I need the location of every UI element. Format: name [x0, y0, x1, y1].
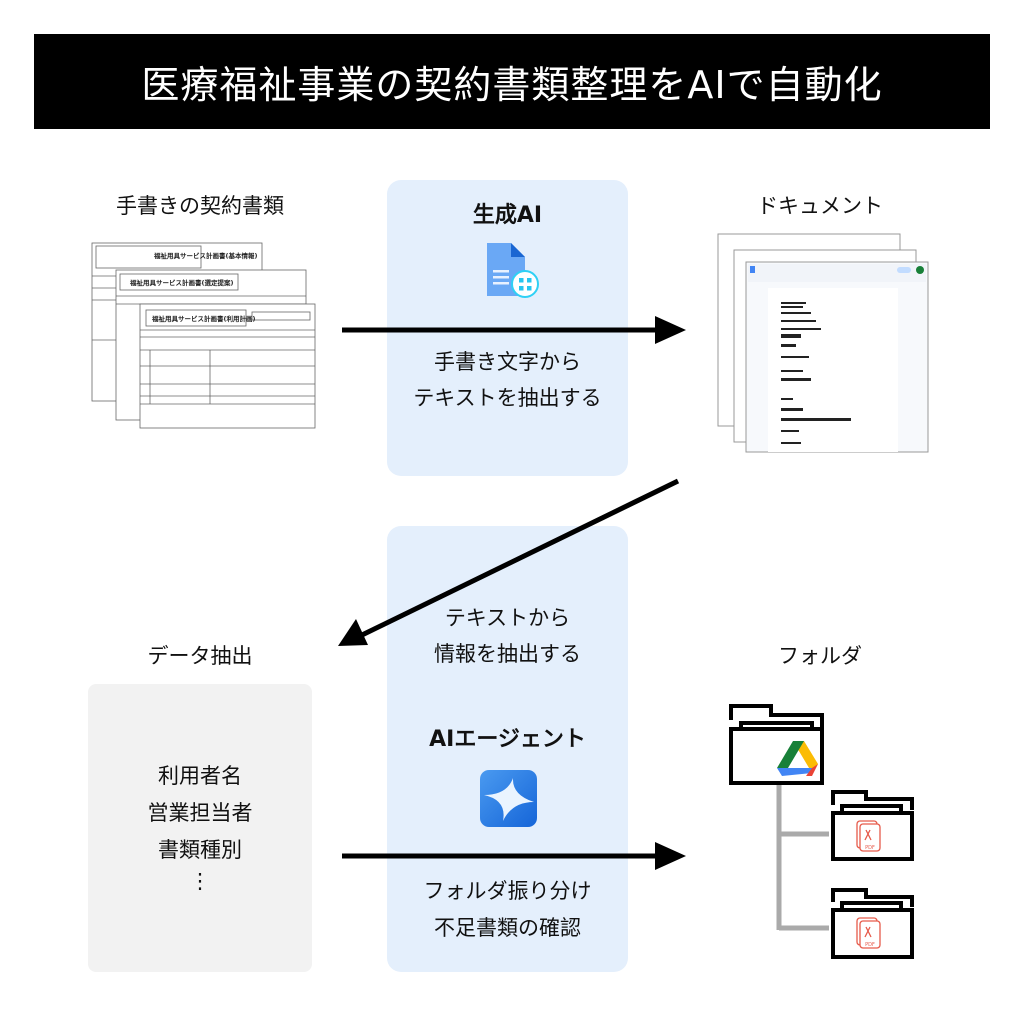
step2-heading: AIエージェント [429, 727, 586, 752]
step2-panel [387, 526, 628, 972]
sparkle-agent-icon [480, 770, 537, 827]
form-title-2: 福祉用具サービス計画書(選定提案) [129, 278, 233, 287]
arrow-to-document [342, 316, 686, 344]
pdf-icon [856, 820, 881, 949]
arrow-to-folder [342, 842, 686, 870]
step1-line-1: 手書き文字から [434, 350, 581, 374]
step1-line-2: テキストを抽出する [413, 386, 602, 410]
root-folder-icon [729, 704, 824, 785]
label-handwritten: 手書きの契約書類 [116, 194, 284, 218]
label-document: ドキュメント [757, 194, 883, 218]
form-title-3: 福祉用具サービス計画書(利用計画) [151, 314, 255, 323]
google-docs-stack-image [717, 233, 929, 453]
label-extraction: データ抽出 [147, 644, 253, 668]
label-folder: フォルダ [778, 644, 862, 668]
step2-line-1: テキストから [444, 606, 571, 630]
step1-heading: 生成AI [472, 203, 543, 228]
step2-line-3: フォルダ振り分け [423, 879, 592, 903]
pdf-label: PDF [865, 942, 875, 948]
step2-line-4: 不足書類の確認 [434, 916, 581, 940]
google-drive-icon [777, 741, 818, 776]
folder-tree [776, 785, 829, 931]
form-title-1: 福祉用具サービス計画書(基本情報) [153, 251, 257, 260]
extracted-field-list: 利用者名 営業担当者 書類種別 ⋮ [88, 758, 312, 893]
page-title: 医療福祉事業の契約書類整理をAIで自動化 [34, 34, 990, 129]
document-ai-icon [487, 243, 539, 298]
extracted-data-box [88, 684, 312, 972]
pdf-label: PDF [865, 845, 875, 851]
field-user-name: 利用者名 [158, 764, 242, 788]
field-doc-type: 書類種別 [158, 838, 242, 862]
arrow-to-extraction [338, 478, 680, 646]
step2-line-2: 情報を抽出する [434, 642, 581, 666]
field-more: ⋮ [189, 869, 211, 893]
handwritten-forms-image [91, 242, 316, 429]
field-sales-rep: 営業担当者 [147, 801, 253, 825]
